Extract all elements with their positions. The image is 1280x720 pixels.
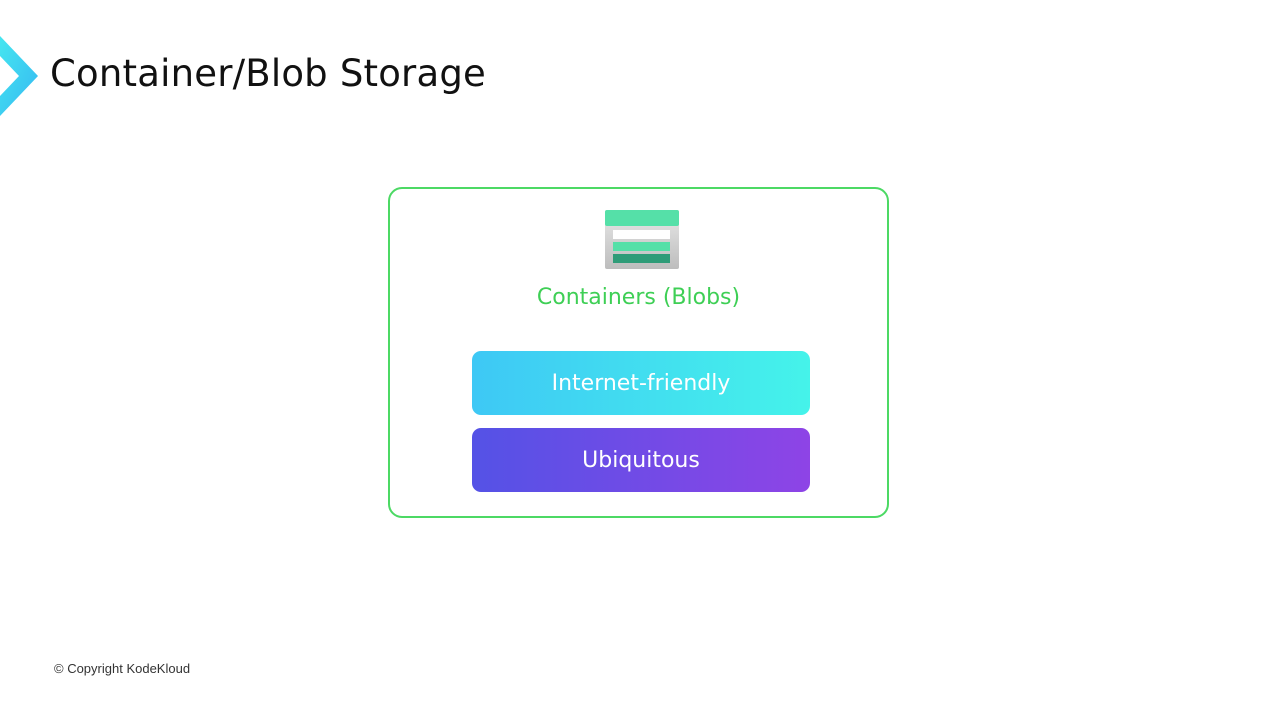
page-title: Container/Blob Storage [50,52,486,95]
feature-internet-friendly: Internet-friendly [472,351,810,415]
copyright-footer: © Copyright KodeKloud [54,661,191,676]
storage-container-icon [605,210,679,269]
feature-ubiquitous: Ubiquitous [472,428,810,492]
chevron-logo-icon [0,36,38,116]
containers-label: Containers (Blobs) [536,285,741,310]
blob-storage-card: Containers (Blobs) Internet-friendly Ubi… [388,187,889,518]
